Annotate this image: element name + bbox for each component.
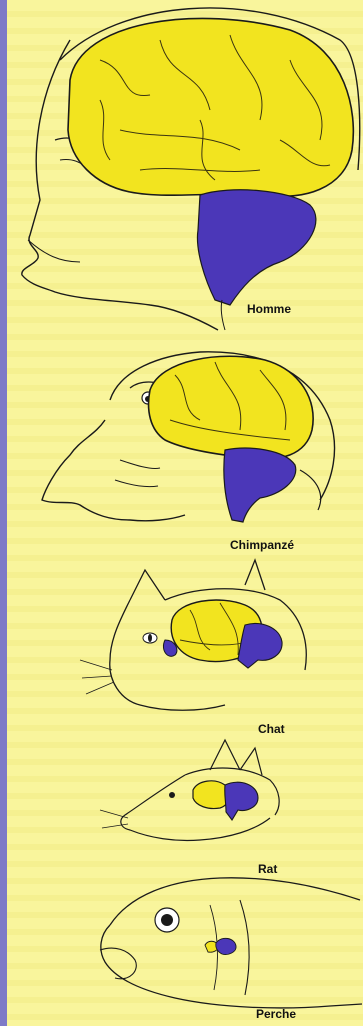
cat-cerebellum: [238, 624, 282, 668]
rat-cerebrum: [193, 781, 229, 809]
left-border: [0, 0, 7, 1026]
chimpanzee-cerebrum: [149, 356, 314, 459]
human-cerebellum: [197, 190, 315, 305]
rat-cerebellum: [225, 782, 258, 820]
perch-brain-hindbrain: [216, 938, 236, 954]
label-rat: Rat: [258, 862, 277, 876]
label-chat: Chat: [258, 722, 285, 736]
label-chimpanze: Chimpanzé: [230, 538, 294, 552]
chimpanzee-cerebellum: [224, 448, 296, 522]
label-homme: Homme: [247, 302, 291, 316]
label-perche: Perche: [256, 1007, 296, 1021]
human-cerebrum: [68, 18, 353, 196]
